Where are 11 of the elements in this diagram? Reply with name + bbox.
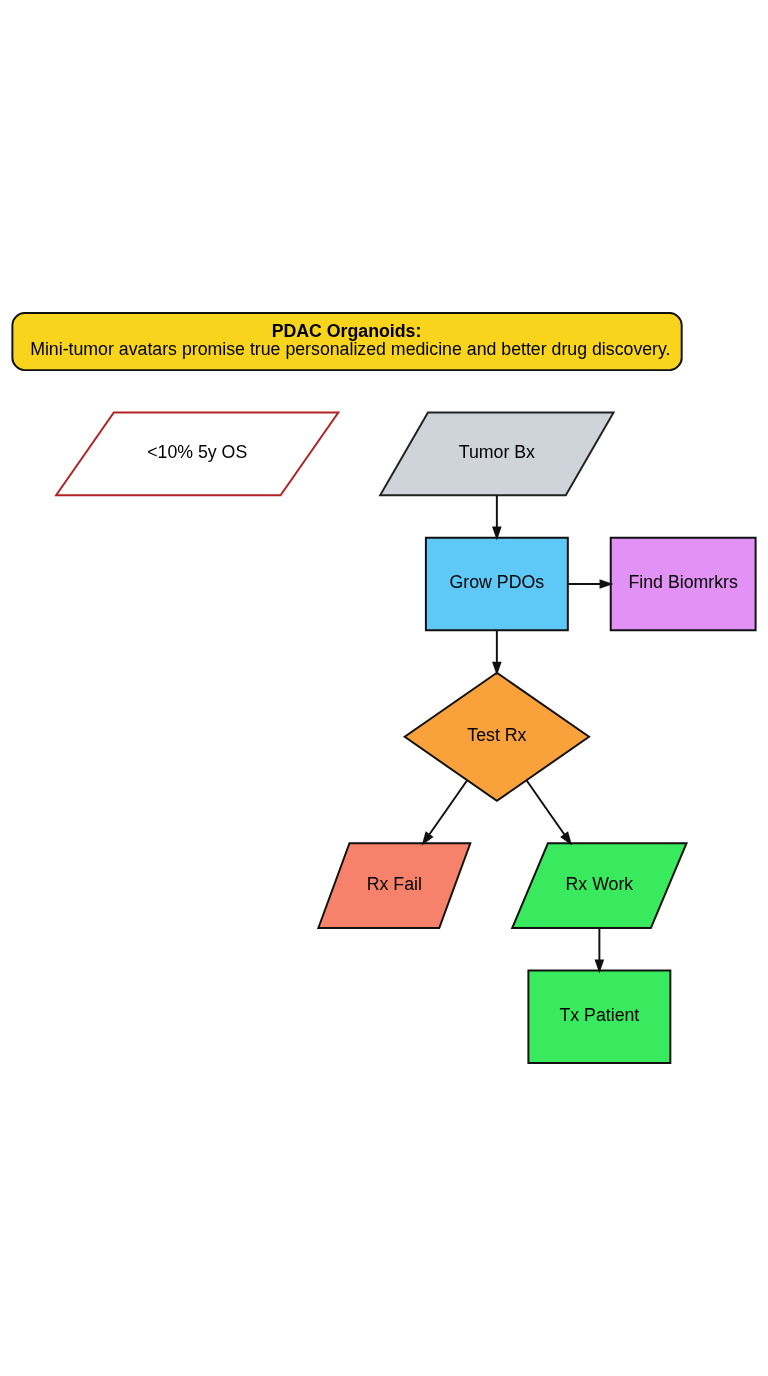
node-box: Find Biomrkrs (609, 536, 757, 632)
arrow (567, 579, 614, 589)
arrow (594, 927, 605, 974)
arrow (492, 629, 502, 676)
node-box: Grow PDOs (424, 536, 569, 632)
node-diamond: Test Rx (402, 671, 591, 803)
node-box: PDAC Organoids: Mini-tumor avatars promise true personalized medicine and better drug discovery. (11, 311, 683, 372)
arrow (421, 779, 469, 846)
node-box: Tx Patient (527, 969, 672, 1065)
arrow (492, 494, 502, 541)
arrow (525, 779, 573, 846)
